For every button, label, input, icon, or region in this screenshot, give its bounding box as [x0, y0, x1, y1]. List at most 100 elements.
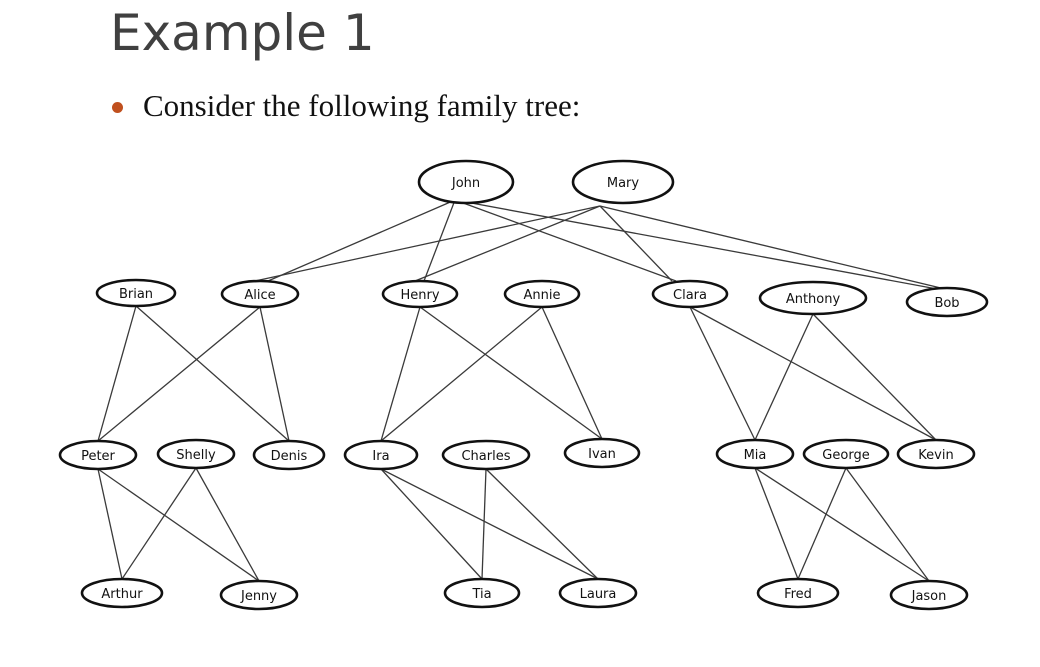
edge-annie-ira	[380, 306, 543, 442]
node-clara-label: Clara	[673, 288, 707, 303]
node-clara: Clara	[651, 279, 729, 309]
edge-george-jason	[845, 467, 930, 582]
node-alice: Alice	[220, 279, 300, 309]
node-jason-shape	[889, 579, 969, 611]
node-arthur: Arthur	[80, 577, 164, 609]
edge-charles-laura	[485, 468, 599, 580]
node-george-label: George	[822, 448, 869, 463]
node-shelly-shape	[156, 438, 236, 470]
node-alice-shape	[220, 279, 300, 309]
node-anthony-label: Anthony	[786, 292, 841, 307]
node-charles-shape	[441, 439, 531, 471]
node-john: John	[417, 159, 515, 205]
node-mary: Mary	[571, 159, 675, 205]
edge-annie-ivan	[541, 306, 603, 440]
edge-mia-jason	[754, 467, 930, 582]
node-fred: Fred	[756, 577, 840, 609]
edge-brian-peter	[97, 305, 137, 442]
node-arthur-shape	[80, 577, 164, 609]
node-henry-shape	[381, 279, 459, 309]
edge-john-bob	[454, 199, 938, 290]
edge-mary-bob	[599, 205, 946, 290]
node-laura: Laura	[558, 577, 638, 609]
family-tree-edges	[97, 199, 946, 582]
node-ivan-shape	[563, 437, 641, 469]
edge-anthony-mia	[754, 313, 814, 441]
node-jason: Jason	[889, 579, 969, 611]
node-brian-shape	[95, 278, 177, 308]
bullet-item: Consider the following family tree:	[112, 88, 580, 124]
node-arthur-label: Arthur	[101, 587, 143, 602]
edge-alice-peter	[97, 306, 261, 442]
node-denis-label: Denis	[271, 449, 308, 464]
node-ira: Ira	[343, 439, 419, 471]
node-laura-label: Laura	[580, 587, 617, 602]
edge-john-clara	[454, 199, 677, 282]
node-kevin: Kevin	[896, 438, 976, 470]
edge-peter-arthur	[97, 468, 123, 580]
edge-henry-ivan	[419, 306, 603, 440]
node-charles: Charles	[441, 439, 531, 471]
node-jenny: Jenny	[219, 579, 299, 611]
node-peter: Peter	[58, 439, 138, 471]
node-mia-label: Mia	[744, 448, 767, 463]
node-john-label: John	[451, 176, 480, 191]
node-fred-shape	[756, 577, 840, 609]
node-fred-label: Fred	[784, 587, 812, 602]
node-bob: Bob	[905, 286, 989, 318]
node-tia: Tia	[443, 577, 521, 609]
node-ivan-label: Ivan	[588, 447, 616, 462]
node-mary-shape	[571, 159, 675, 205]
node-kevin-label: Kevin	[918, 448, 953, 463]
node-george: George	[802, 438, 890, 470]
edge-henry-ira	[380, 306, 421, 442]
node-henry-label: Henry	[400, 288, 439, 303]
node-clara-shape	[651, 279, 729, 309]
edge-alice-denis	[259, 306, 290, 442]
node-bob-shape	[905, 286, 989, 318]
edge-john-alice	[267, 199, 456, 282]
node-tia-label: Tia	[471, 587, 491, 602]
edge-mary-alice	[254, 205, 601, 282]
node-kevin-shape	[896, 438, 976, 470]
node-jason-label: Jason	[911, 589, 947, 604]
node-jenny-shape	[219, 579, 299, 611]
edge-charles-tia	[481, 468, 487, 580]
node-shelly: Shelly	[156, 438, 236, 470]
edge-anthony-kevin	[812, 313, 937, 441]
edge-peter-jenny	[97, 468, 260, 582]
node-laura-shape	[558, 577, 638, 609]
node-peter-shape	[58, 439, 138, 471]
node-anthony: Anthony	[758, 280, 868, 316]
node-george-shape	[802, 438, 890, 470]
edge-shelly-arthur	[121, 467, 197, 580]
edge-ira-laura	[380, 468, 599, 580]
edge-brian-denis	[135, 305, 290, 442]
bullet-dot-icon	[112, 101, 123, 113]
slide-title: Example 1	[110, 4, 375, 62]
node-ivan: Ivan	[563, 437, 641, 469]
node-denis: Denis	[252, 439, 326, 471]
node-mia: Mia	[715, 438, 795, 470]
edge-mia-fred	[754, 467, 799, 580]
node-mary-label: Mary	[607, 176, 640, 191]
node-bob-label: Bob	[934, 296, 959, 311]
node-mia-shape	[715, 438, 795, 470]
node-tia-shape	[443, 577, 521, 609]
node-annie-label: Annie	[524, 288, 561, 303]
node-jenny-label: Jenny	[240, 589, 277, 604]
node-ira-shape	[343, 439, 419, 471]
edge-shelly-jenny	[195, 467, 260, 582]
node-annie: Annie	[503, 279, 581, 309]
edge-george-fred	[797, 467, 847, 580]
edge-clara-kevin	[689, 306, 937, 441]
node-john-shape	[417, 159, 515, 205]
node-alice-label: Alice	[244, 288, 275, 303]
node-charles-label: Charles	[461, 449, 510, 464]
node-peter-label: Peter	[81, 449, 115, 464]
edge-mary-clara	[599, 205, 673, 282]
node-brian: Brian	[95, 278, 177, 308]
node-denis-shape	[252, 439, 326, 471]
